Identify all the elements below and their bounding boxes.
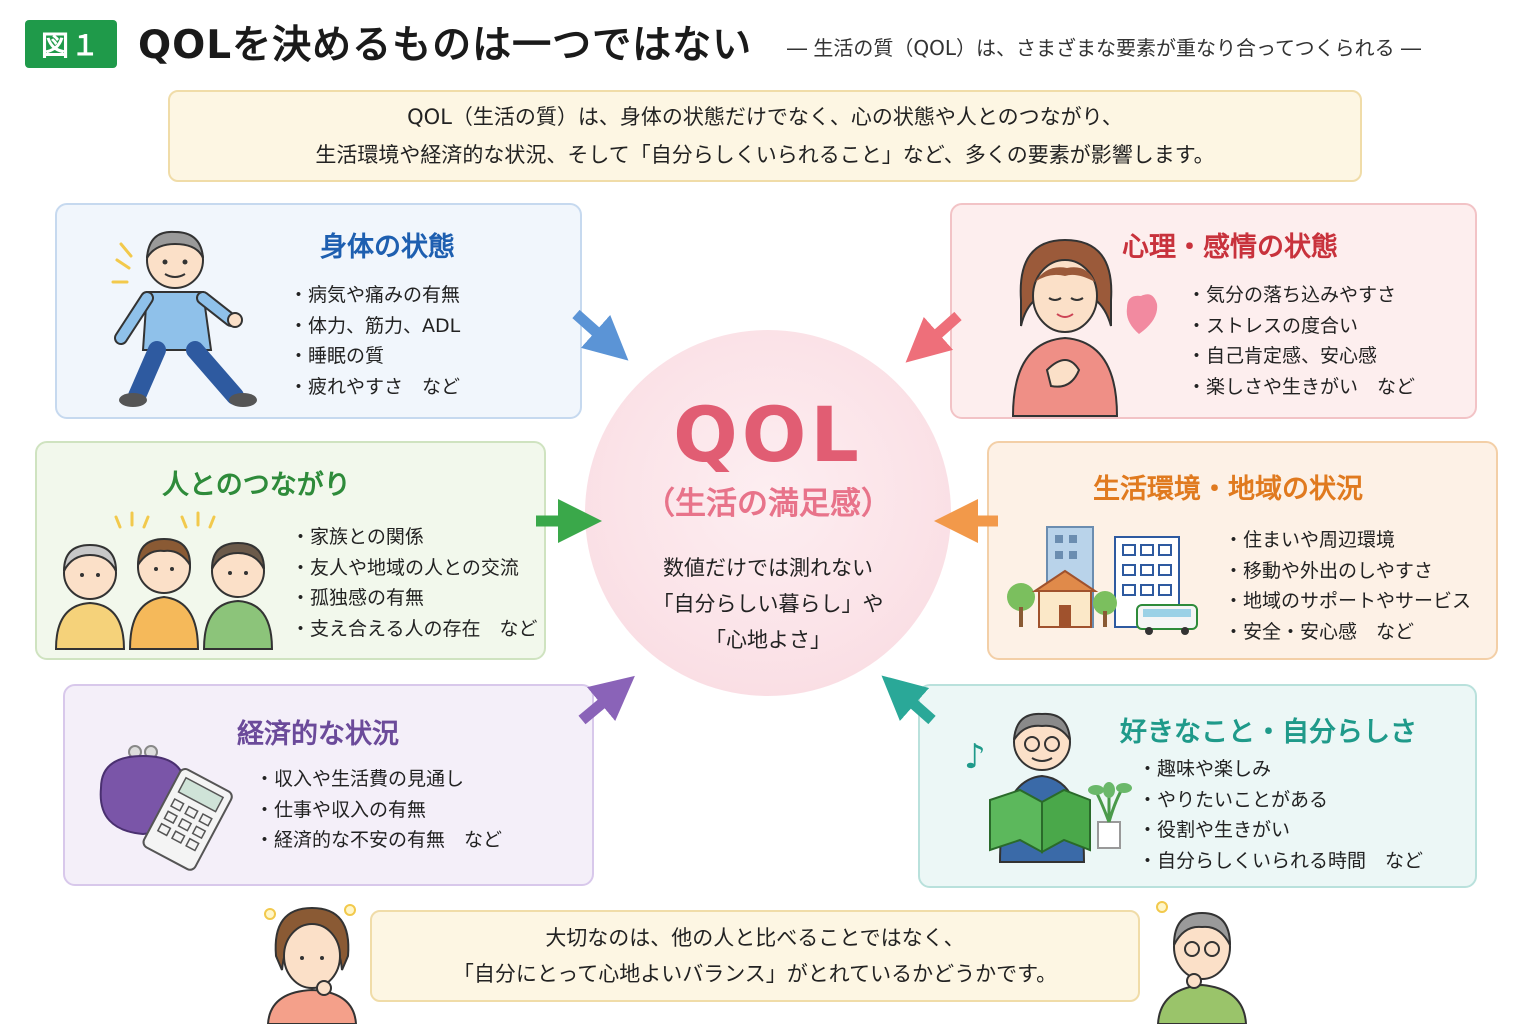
card-social-connection: 人とのつながり 家族との関係 友人や地域の人との交流 孤独感の有無 支え合える人… xyxy=(35,441,546,660)
qol-note-line: 「心地よさ」 xyxy=(705,628,831,652)
list-item: 体力、筋力、ADL xyxy=(289,311,460,342)
qol-title: QOL xyxy=(673,390,863,479)
bottom-line-1: 大切なのは、他の人と比べることではなく、 xyxy=(545,926,965,950)
list-item: 友人や地域の人との交流 xyxy=(291,553,537,584)
thinking-man-illustration xyxy=(1156,901,1248,1024)
card-list: 住まいや周辺環境 移動や外出のしやすさ 地域のサポートやサービス 安全・安心感 … xyxy=(1224,525,1471,647)
card-living-environment: 生活環境・地域の状況 住まいや周辺環境 移動や外出のしやすさ 地域のサポートやサ… xyxy=(987,441,1498,660)
card-title: 心理・感情の状態 xyxy=(1122,232,1338,263)
list-item: 自分らしくいられる時間 など xyxy=(1138,846,1423,877)
purse-calculator-illustration xyxy=(99,745,233,871)
list-item: 自己肯定感、安心感 xyxy=(1187,341,1415,372)
card-list: 収入や生活費の見通し 仕事や収入の有無 経済的な不安の有無 など xyxy=(255,764,502,856)
list-item: やりたいことがある xyxy=(1138,785,1423,816)
list-item: 病気や痛みの有無 xyxy=(289,280,460,311)
three-people-illustration xyxy=(54,511,274,650)
list-item: 収入や生活費の見通し xyxy=(255,764,502,795)
card-title: 身体の状態 xyxy=(320,232,455,263)
card-body-condition: 身体の状態 病気や痛みの有無 体力、筋力、ADL 睡眠の質 疲れやすさ など xyxy=(55,203,582,419)
qol-center-circle xyxy=(585,330,951,696)
bottom-message-box: 大切なのは、他の人と比べることではなく、 「自分にとって心地よいバランス」がとれ… xyxy=(370,910,1140,1002)
qol-note-line: 「自分らしい暮らし」や xyxy=(652,592,884,616)
qol-note-line: 数値だけでは測れない xyxy=(663,556,873,580)
list-item: 地域のサポートやサービス xyxy=(1224,586,1471,617)
arrow-mind xyxy=(905,311,962,363)
calm-woman-illustration xyxy=(1011,238,1158,417)
card-title: 好きなこと・自分らしさ xyxy=(1120,717,1417,748)
arrow-body xyxy=(572,309,629,361)
card-hobbies-self: 好きなこと・自分らしさ 趣味や楽しみ やりたいことがある 役割や生きがい 自分ら… xyxy=(918,684,1477,888)
qol-note: 数値だけでは測れない 「自分らしい暮らし」や 「心地よさ」 xyxy=(585,550,951,658)
list-item: 楽しさや生きがい など xyxy=(1187,372,1415,403)
arrow-econ xyxy=(578,675,635,725)
card-title: 経済的な状況 xyxy=(237,719,399,750)
page-subtitle: ― 生活の質（QOL）は、さまざまな要素が重なり合ってつくられる ― xyxy=(787,36,1421,60)
card-list: 趣味や楽しみ やりたいことがある 役割や生きがい 自分らしくいられる時間 など xyxy=(1138,754,1423,876)
list-item: 経済的な不安の有無 など xyxy=(255,825,502,856)
card-list: 家族との関係 友人や地域の人との交流 孤独感の有無 支え合える人の存在 など xyxy=(291,522,537,644)
qol-subtitle: （生活の満足感） xyxy=(644,486,892,522)
card-economic-situation: 経済的な状況 収入や生活費の見通し 仕事や収入の有無 経済的な不安の有無 など xyxy=(63,684,594,886)
list-item: ストレスの度合い xyxy=(1187,311,1415,342)
card-list: 病気や痛みの有無 体力、筋力、ADL 睡眠の質 疲れやすさ など xyxy=(289,280,460,402)
card-title: 人とのつながり xyxy=(162,470,351,501)
list-item: 気分の落ち込みやすさ xyxy=(1187,280,1415,311)
list-item: 役割や生きがい xyxy=(1138,815,1423,846)
list-item: 家族との関係 xyxy=(291,522,537,553)
list-item: 孤独感の有無 xyxy=(291,583,537,614)
card-mind-emotion: 心理・感情の状態 気分の落ち込みやすさ ストレスの度合い 自己肯定感、安心感 楽… xyxy=(950,203,1477,419)
bottom-line-2: 「自分にとって心地よいバランス」がとれているかどうかです。 xyxy=(452,962,1058,986)
list-item: 睡眠の質 xyxy=(289,341,460,372)
arrow-self xyxy=(881,675,936,725)
intro-line-2: 生活環境や経済的な状況、そして「自分らしくいられること」など、多くの要素が影響し… xyxy=(315,143,1215,167)
town-illustration xyxy=(1007,526,1198,635)
list-item: 移動や外出のしやすさ xyxy=(1224,556,1471,587)
list-item: 住まいや周辺環境 xyxy=(1224,525,1471,556)
intro-line-1: QOL（生活の質）は、身体の状態だけでなく、心の状態や人とのつながり、 xyxy=(407,105,1123,129)
walking-man-illustration xyxy=(111,230,257,407)
intro-box: QOL（生活の質）は、身体の状態だけでなく、心の状態や人とのつながり、 生活環境… xyxy=(168,90,1362,182)
card-title: 生活環境・地域の状況 xyxy=(1093,474,1363,505)
list-item: 疲れやすさ など xyxy=(289,372,460,403)
svg-text:♪: ♪ xyxy=(964,737,986,777)
thinking-woman-illustration xyxy=(264,904,358,1024)
list-item: 安全・安心感 など xyxy=(1224,617,1471,648)
list-item: 仕事や収入の有無 xyxy=(255,795,502,826)
page-title: QOLを決めるものは一つではない xyxy=(138,23,753,68)
list-item: 支え合える人の存在 など xyxy=(291,614,537,645)
list-item: 趣味や楽しみ xyxy=(1138,754,1423,785)
reading-man-illustration: ♪ xyxy=(964,712,1132,863)
figure-badge: 図１ xyxy=(25,20,117,68)
card-list: 気分の落ち込みやすさ ストレスの度合い 自己肯定感、安心感 楽しさや生きがい な… xyxy=(1187,280,1415,402)
